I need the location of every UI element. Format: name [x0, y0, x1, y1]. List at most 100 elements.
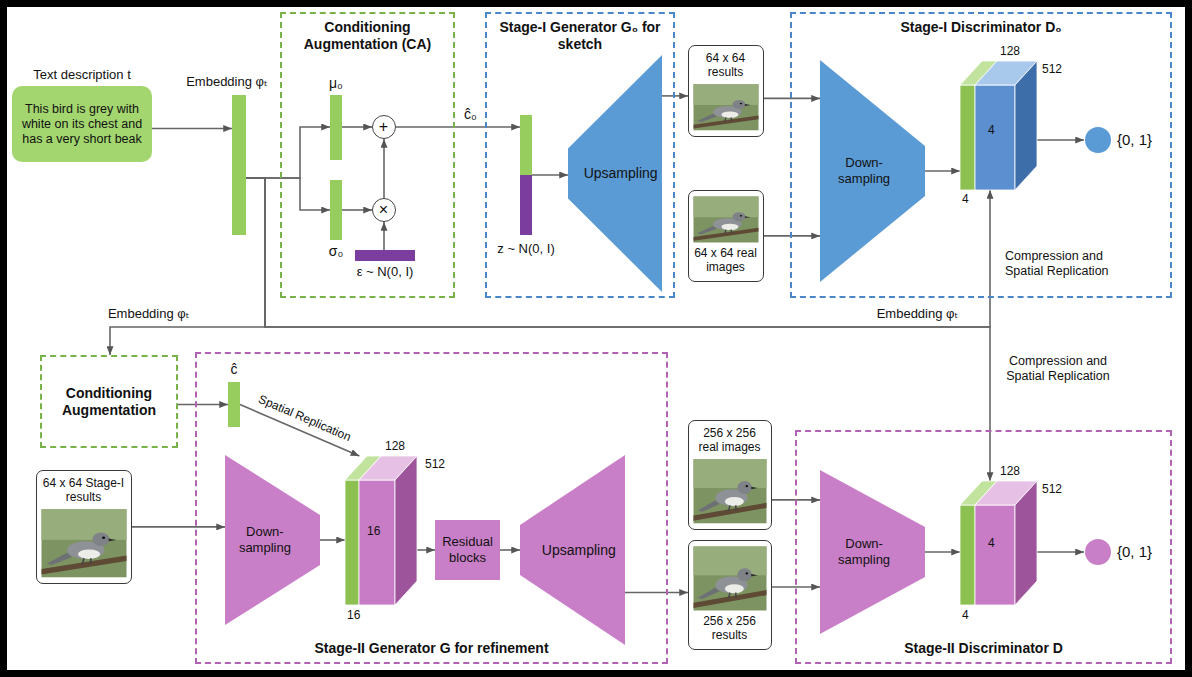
- edge-label-holder: Embedding φₜ: [875, 306, 961, 322]
- edge-label: Embedding φₜ: [106, 306, 192, 322]
- dimension-number: 4: [988, 536, 1008, 550]
- module-title: Stage-I Generator G₀ for sketch: [491, 19, 669, 53]
- text-slot: Down-sampling: [234, 524, 296, 555]
- text-slot: Upsampling: [537, 542, 621, 559]
- text-slot: Down-sampling: [833, 155, 895, 186]
- text-slot: {0, 1}: [1117, 131, 1177, 149]
- block-label: Residual blocks: [438, 534, 497, 565]
- output-disc: [1085, 539, 1111, 565]
- image-box: 256 x 256 results: [688, 540, 772, 650]
- edge-label: ĉ₀: [462, 106, 479, 123]
- dimension-number: 512: [1042, 482, 1072, 496]
- sampling-block: Upsampling: [568, 55, 662, 292]
- output-node: {0, 1}: [1084, 538, 1112, 566]
- module-title: Stage-I Discriminator D₀: [796, 19, 1166, 36]
- image-box: 256 x 256 real images: [688, 420, 772, 530]
- dimension-number: 4: [962, 192, 982, 206]
- sampling-block: Down-sampling: [225, 455, 320, 625]
- dimension-number: 128: [1000, 464, 1030, 478]
- sampling-block: Down-sampling: [820, 60, 925, 282]
- sampling-block: Down-sampling: [820, 470, 925, 634]
- image-box: 64 x 64 Stage-I results: [36, 470, 132, 584]
- text-slot: 16: [347, 608, 367, 622]
- flow-arrow: [152, 128, 232, 130]
- edge-label-holder: Spatial Replication: [254, 391, 355, 445]
- text-slot: 4: [988, 536, 1008, 550]
- tensor-face: [975, 505, 1015, 605]
- flow-arrow: [1037, 551, 1084, 553]
- vector-label: Embedding φₜ: [182, 74, 272, 90]
- flow-arrow: [383, 222, 385, 250]
- feature-tensor: 1285121616: [345, 456, 417, 605]
- text-slot: 256 x 256 results: [693, 614, 766, 643]
- module-title: Stage-II Generator G for refinement: [201, 640, 662, 657]
- vector-bar: ĉ: [228, 382, 240, 427]
- trapezoid-fill: [820, 60, 925, 282]
- process-box: Residual blocks: [435, 520, 500, 580]
- trapezoid-fill: [225, 455, 320, 625]
- dimension-number: 128: [1000, 44, 1030, 58]
- image-caption: 256 x 256 real images: [693, 426, 766, 455]
- text-slot: 64 x 64 results: [693, 51, 758, 80]
- text-slot: Compression and Spatial Replication: [1005, 249, 1127, 279]
- feature-tensor: 12851244Compression and Spatial Replicat…: [960, 61, 1037, 190]
- module-title: Stage-II Discriminator D: [801, 640, 1166, 657]
- tensor-caption: Compression and Spatial Replication: [1005, 249, 1127, 279]
- output-node: {0, 1}: [1084, 126, 1112, 154]
- description-text: This bird is grey with white on its ches…: [19, 102, 145, 147]
- dimension-number: 16: [347, 608, 367, 622]
- text-slot: ĉ: [214, 361, 254, 378]
- trapezoid-fill: [520, 455, 625, 645]
- output-label: {0, 1}: [1117, 543, 1177, 561]
- text-slot: 512: [1042, 482, 1072, 496]
- text-input-box: Text description tThis bird is grey with…: [12, 86, 152, 162]
- edge-label-holder: ĉ₀: [462, 106, 479, 123]
- flow-arrow: [662, 95, 688, 97]
- dimension-number: 4: [988, 123, 1008, 137]
- feature-tensor: 12851244: [960, 481, 1037, 605]
- flow-arrow: [925, 170, 960, 172]
- block-label: Down-sampling: [833, 536, 895, 567]
- block-label: Down-sampling: [833, 155, 895, 186]
- tensor-shape: [960, 61, 1037, 190]
- dimension-number: 4: [962, 608, 982, 622]
- bird-photo: [42, 509, 127, 577]
- image-caption: 64 x 64 real images: [693, 246, 758, 275]
- text-slot: 128: [1000, 464, 1030, 478]
- flow-arrow: [246, 178, 330, 210]
- tensor-face: [359, 480, 395, 605]
- operator-symbol: +: [373, 117, 394, 136]
- flow-arrow: [396, 126, 520, 128]
- output-circle: [1084, 538, 1112, 566]
- tensor-face: [1015, 61, 1037, 190]
- text-slot: Conditioning Augmentation (CA): [286, 19, 449, 53]
- text-slot: 512: [1042, 62, 1072, 76]
- output-label: {0, 1}: [1117, 131, 1177, 149]
- text-slot: 512: [425, 457, 455, 471]
- page-ground: [7, 7, 1185, 670]
- vector-label: σ₀: [316, 243, 356, 260]
- text-slot: 128: [385, 439, 415, 453]
- sampling-block: Upsampling: [520, 455, 625, 645]
- text-slot: Stage-I Generator G₀ for sketch: [491, 19, 669, 53]
- block-label: Upsampling: [537, 542, 621, 559]
- text-slot: Down-sampling: [833, 536, 895, 567]
- dimension-number: 16: [367, 524, 387, 538]
- image-caption: 64 x 64 results: [693, 51, 758, 80]
- flow-arrow: [178, 404, 228, 406]
- image-box: 64 x 64 real images: [688, 190, 764, 282]
- text-slot: 64 x 64 real images: [693, 246, 758, 275]
- text-slot: 4: [988, 123, 1008, 137]
- text-slot: Conditioning Augmentation: [46, 385, 172, 419]
- flow-arrow: [342, 126, 372, 128]
- text-slot: ×: [373, 200, 394, 219]
- vector-bar: σ₀: [330, 180, 342, 240]
- output-circle: [1084, 126, 1112, 154]
- tensor-face: [1015, 481, 1037, 605]
- text-slot: Residual blocks: [438, 534, 497, 565]
- text-slot: z ~ N(0, I): [486, 241, 566, 257]
- text-slot: Embedding φₜ: [182, 74, 272, 90]
- flow-arrow: [500, 549, 520, 551]
